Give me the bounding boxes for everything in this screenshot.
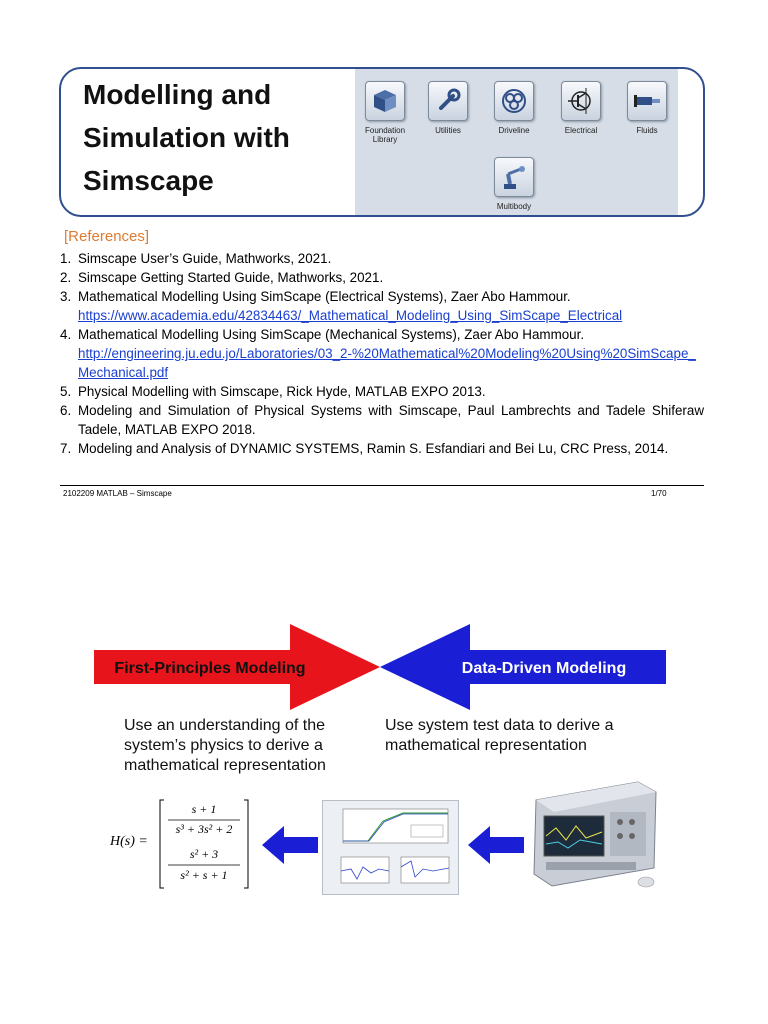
foundation-icon — [365, 81, 405, 121]
reference-item: 4.Mathematical Modelling Using SimScape … — [60, 327, 696, 380]
library-fluids[interactable]: Fluids — [617, 81, 677, 135]
arrow-to-plots-icon — [468, 826, 524, 864]
title-line-2: Simulation with — [83, 122, 290, 153]
library-utilities[interactable]: Utilities — [418, 81, 478, 135]
reference-item: 6.Modeling and Simulation of Physical Sy… — [60, 403, 704, 437]
page-number: 1/70 — [651, 489, 667, 498]
library-label: Foundation Library — [364, 126, 406, 144]
library-label: Fluids — [636, 126, 658, 135]
references-heading: [References] — [64, 228, 150, 245]
references-list: 1.Simscape User’s Guide, Mathworks, 2021… — [60, 249, 704, 458]
library-driveline[interactable]: Driveline — [484, 81, 544, 135]
gears-icon — [494, 81, 534, 121]
reference-link[interactable]: http://engineering.ju.edu.jo/Laboratorie… — [78, 346, 696, 380]
first-principles-label: First-Principles Modeling — [114, 660, 305, 677]
library-multibody[interactable]: Multibody — [484, 157, 544, 211]
title-line-1: Modelling and — [83, 79, 272, 110]
reference-link[interactable]: https://www.academia.edu/42834463/_Mathe… — [78, 308, 623, 323]
footer-course: 2102209 MATLAB – Simscape — [63, 489, 172, 498]
library-electrical[interactable]: Electrical — [551, 81, 611, 135]
bottom-numerator: s² + 3 — [189, 847, 219, 861]
simscape-library-panel: Foundation Library Utilities — [355, 69, 678, 215]
title-line-3: Simscape — [83, 165, 214, 196]
reference-item: 3.Mathematical Modelling Using SimScape … — [60, 289, 623, 323]
transistor-icon — [561, 81, 601, 121]
robot-arm-icon — [494, 157, 534, 197]
reference-item: 1.Simscape User’s Guide, Mathworks, 2021… — [60, 251, 332, 266]
footer-divider — [60, 485, 704, 486]
cylinder-icon — [627, 81, 667, 121]
matrix-brackets — [159, 799, 249, 889]
library-label: Electrical — [564, 126, 598, 135]
bottom-denominator: s² + s + 1 — [180, 868, 228, 882]
data-driven-arrow — [380, 624, 666, 710]
reference-item: 5.Physical Modelling with Simscape, Rick… — [60, 384, 486, 399]
modeling-arrows: First-Principles Modeling Data-Driven Mo… — [94, 624, 666, 710]
library-label: Utilities — [435, 126, 461, 135]
transfer-function: H(s) = s + 1 s³ + 3s² + 2 s² + 3 s² + s … — [110, 798, 260, 890]
data-driven-label: Data-Driven Modeling — [462, 660, 626, 677]
wrench-icon — [428, 81, 468, 121]
arrow-to-formula-icon — [262, 826, 318, 864]
data-driven-description: Use system test data to derive a mathema… — [385, 717, 614, 754]
library-label: Driveline — [498, 126, 530, 135]
formula-lhs: H(s) = — [110, 834, 148, 849]
library-label: Multibody — [496, 202, 532, 211]
first-principles-arrow — [94, 624, 380, 710]
title-box: Modelling and Simulation with Simscape F… — [59, 67, 705, 217]
library-foundation[interactable]: Foundation Library — [355, 81, 415, 144]
page-title: Modelling and Simulation with Simscape — [83, 73, 353, 202]
top-denominator: s³ + 3s² + 2 — [175, 822, 233, 836]
test-data-plots — [322, 800, 459, 895]
oscilloscope-image — [533, 781, 657, 888]
reference-item: 2.Simscape Getting Started Guide, Mathwo… — [60, 270, 384, 285]
first-principles-description: Use an understanding of the system’s phy… — [124, 717, 326, 774]
top-numerator: s + 1 — [191, 802, 217, 816]
reference-item: 7.Modeling and Analysis of DYNAMIC SYSTE… — [60, 441, 669, 456]
